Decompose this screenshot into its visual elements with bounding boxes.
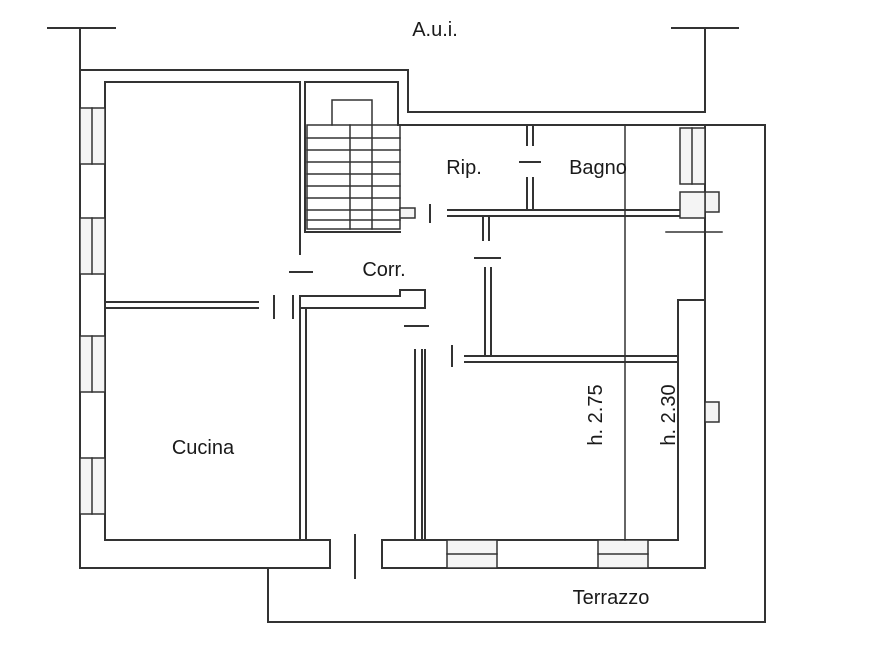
window-left-2: [79, 217, 106, 275]
interior-walls: [104, 124, 681, 541]
label-bagno: Bagno: [569, 157, 627, 179]
label-cucina: Cucina: [172, 437, 235, 459]
label-aui: A.u.i.: [412, 19, 458, 41]
label-rip: Rip.: [446, 157, 482, 179]
property-boundary-right: [671, 27, 739, 113]
staircase: [299, 81, 416, 255]
window-left-4: [79, 457, 106, 515]
window-left-1: [79, 107, 106, 165]
window-bottom-1: [446, 539, 498, 569]
label-height-275: h. 2.75: [585, 384, 607, 445]
terrace-outline: [267, 124, 766, 623]
window-bottom-2: [597, 539, 649, 569]
door-marks: [273, 161, 541, 367]
height-lines: [624, 124, 723, 541]
window-left-3: [79, 335, 106, 393]
label-corr: Corr.: [362, 259, 405, 281]
window-right-bagno: [679, 127, 706, 185]
label-terrazzo: Terrazzo: [573, 587, 650, 609]
exterior-walls: [79, 69, 706, 569]
label-height-230: h. 2.30: [658, 384, 680, 445]
property-boundary-left: [47, 27, 116, 71]
